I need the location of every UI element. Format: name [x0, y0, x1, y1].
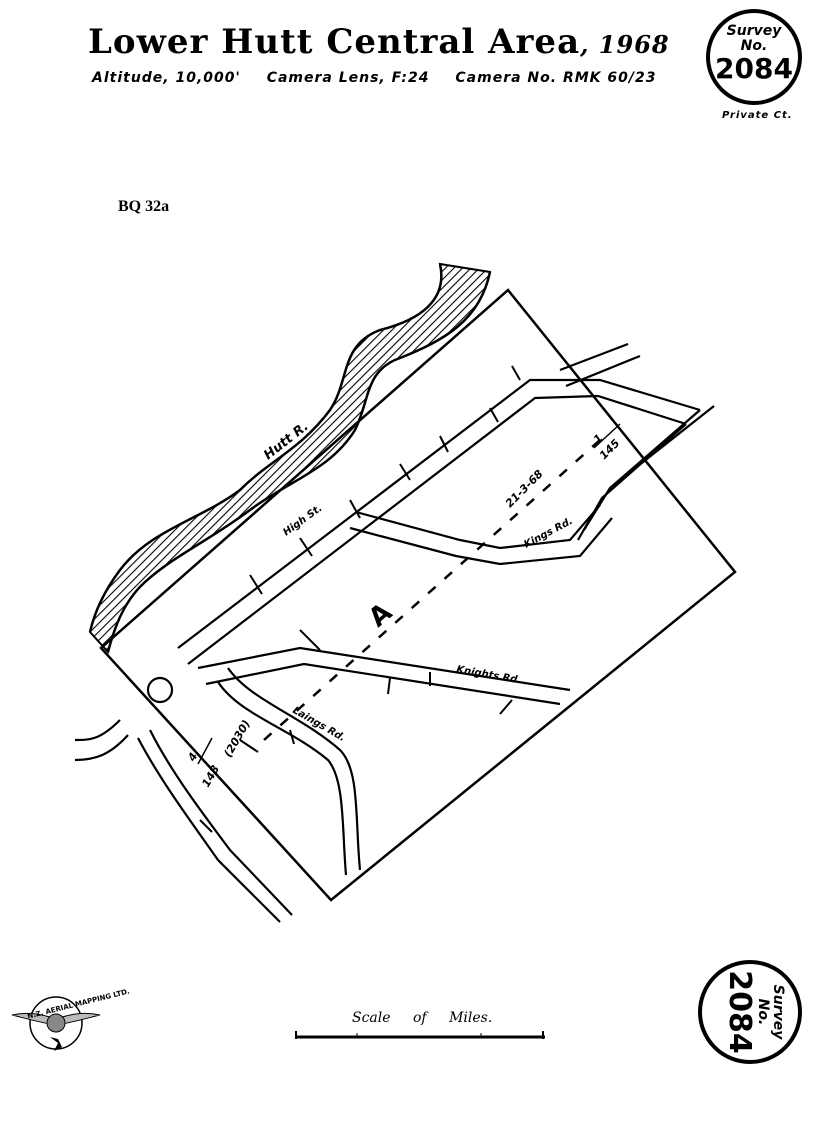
scale-word-1: Scale	[352, 1010, 391, 1026]
flight-details: Altitude, 10,000' Camera Lens, F:24 Came…	[92, 70, 676, 86]
knights-rd-label: Knights Rd.	[455, 664, 521, 686]
stamp-bottom-no-label: No.	[755, 998, 771, 1026]
camera-text: Camera No. RMK 60/23	[455, 70, 657, 86]
frame-bottom-ref: (2030)	[221, 718, 253, 760]
reference-code: BQ 32a	[118, 198, 170, 215]
stamp-no-label: No.	[740, 38, 768, 54]
laings-rd-label: Laings Rd.	[291, 705, 348, 744]
stamp-survey-label: Survey	[726, 23, 782, 39]
scale-label: Scale of Miles.	[352, 1010, 510, 1026]
kings-rd-label: Kings Rd.	[522, 516, 574, 551]
scale-word-3: Miles.	[449, 1010, 493, 1026]
nz-aerial-mapping-logo	[11, 996, 101, 1051]
title-text: Lower Hutt Central Area	[88, 22, 581, 62]
high-st-label: High St.	[281, 503, 324, 539]
survey-stamp-top: Survey No. 2084	[706, 9, 802, 105]
stamp-number: 2084	[715, 52, 793, 85]
coverage-boundary	[99, 288, 737, 902]
altitude-text: Altitude, 10,000'	[92, 70, 241, 86]
scale-bar	[295, 1031, 545, 1039]
title-year: , 1968	[580, 30, 670, 59]
flight-line-a	[263, 439, 601, 741]
run-label-a: A	[363, 597, 398, 633]
stamp-bottom-number: 2084	[722, 970, 757, 1054]
private-ct-label: Private Ct.	[722, 110, 793, 121]
lens-text: Camera Lens, F:24	[266, 70, 430, 86]
stamp-bottom-survey-label: Survey	[770, 984, 786, 1040]
date-annotation: 21-3-68	[503, 467, 546, 510]
scale-word-2: of	[413, 1010, 427, 1026]
survey-stamp-bottom: Survey No. 2084	[698, 960, 802, 1064]
map-title: Lower Hutt Central Area, 1968	[88, 22, 670, 62]
